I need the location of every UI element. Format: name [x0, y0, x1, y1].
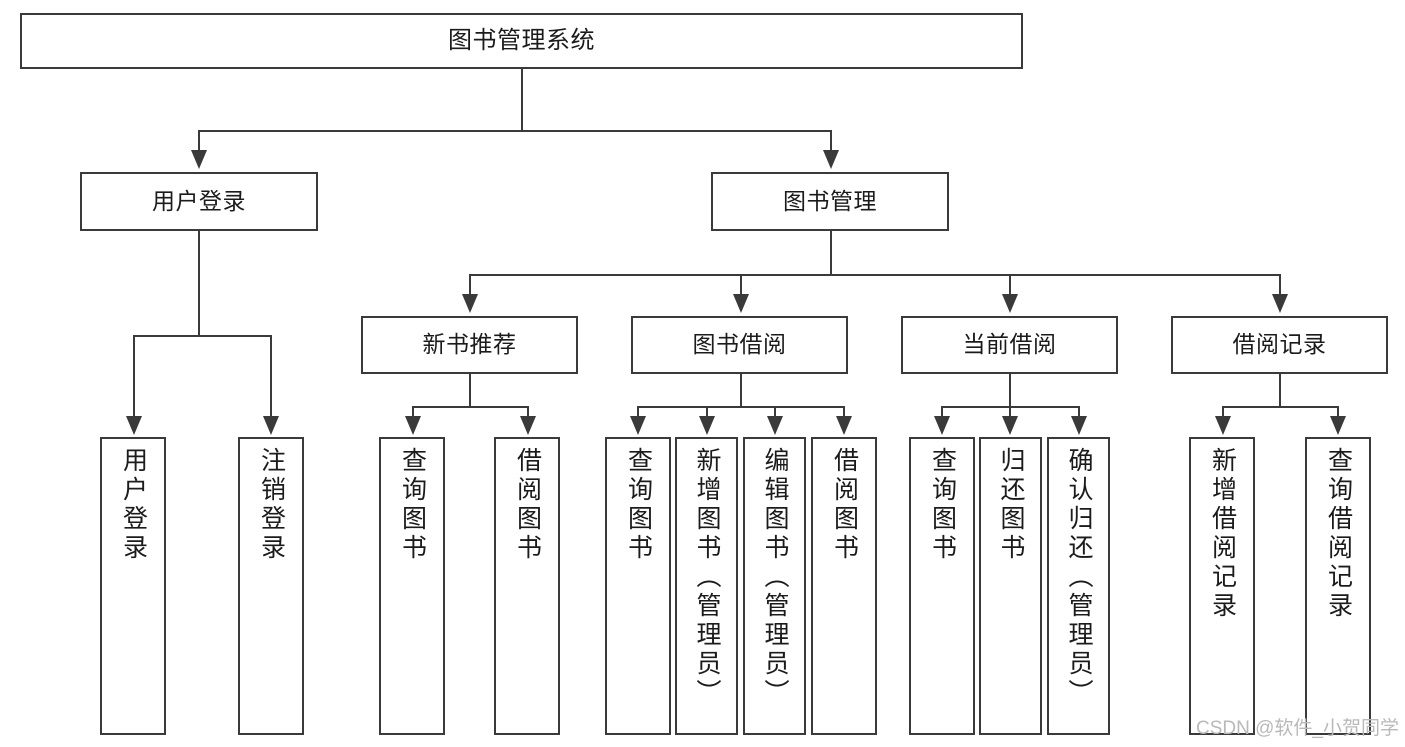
arrowhead-current-borrow-leaf-2: [1002, 416, 1018, 435]
connector-book-borrow-to-leaf-4: [843, 406, 845, 418]
node-label: 注销登录: [257, 447, 286, 563]
leaf-current-borrow-query-books[interactable]: 查询图书: [909, 437, 975, 735]
leaf-current-borrow-return-book[interactable]: 归还图书: [979, 437, 1042, 735]
arrowhead-root-to-user-login: [191, 150, 207, 169]
node-label: 新增图书（管理员）: [693, 447, 721, 708]
connector-current-borrow-stem: [1009, 374, 1011, 407]
arrowhead-book-mgmt-borrow-records: [1272, 294, 1288, 313]
node-label: 图书借阅: [692, 331, 787, 358]
connector-current-borrow-to-leaf-3: [1078, 406, 1080, 418]
node-book-management[interactable]: 图书管理: [711, 172, 949, 231]
arrowhead-new-book-leaf-1: [405, 416, 421, 435]
arrowhead-new-book-leaf-2: [520, 416, 536, 435]
leaf-current-borrow-confirm-return[interactable]: 确认归还（管理员）: [1047, 437, 1110, 735]
node-label: 借阅图书: [513, 447, 542, 563]
arrowhead-book-borrow-leaf-1: [630, 416, 646, 435]
arrowhead-book-mgmt-current-borrow: [1002, 294, 1018, 313]
connector-book-borrow-bus: [637, 406, 844, 408]
connector-book-mgmt-to-book-borrow: [740, 274, 742, 296]
leaf-user-login-login[interactable]: 用户登录: [100, 437, 166, 735]
node-label: 查询图书: [928, 447, 957, 563]
arrowhead-root-to-book-mgmt: [823, 150, 839, 169]
node-current-borrow[interactable]: 当前借阅: [901, 316, 1118, 374]
connector-borrow-records-bus: [1222, 406, 1337, 408]
arrowhead-book-mgmt-book-borrow: [733, 294, 749, 313]
connector-new-book-bus: [412, 406, 527, 408]
node-label: 借阅记录: [1232, 331, 1327, 358]
connector-book-mgmt-to-current-borrow: [1009, 274, 1011, 296]
arrowhead-user-login-leaf-1: [126, 416, 142, 435]
node-label: 归还图书: [997, 447, 1025, 563]
node-user-login[interactable]: 用户登录: [80, 172, 318, 231]
arrowhead-borrow-records-leaf-2: [1330, 416, 1346, 435]
leaf-borrow-records-add-record[interactable]: 新增借阅记录: [1189, 437, 1255, 735]
node-label: 确认归还（管理员）: [1065, 447, 1093, 708]
connector-user-login-bus: [133, 335, 270, 337]
arrowhead-user-login-leaf-2: [263, 416, 279, 435]
connector-new-book-stem: [469, 374, 471, 407]
leaf-user-login-logout[interactable]: 注销登录: [238, 437, 304, 735]
connector-user-login-stem: [198, 231, 200, 336]
connector-book-mgmt-to-new-book: [469, 274, 471, 296]
connector-root-to-user-login: [198, 130, 200, 152]
watermark-csdn: CSDN @软件_小贺同学: [1196, 718, 1399, 739]
arrowhead-book-borrow-leaf-3: [767, 416, 783, 435]
leaf-book-borrow-query-books[interactable]: 查询图书: [605, 437, 671, 735]
connector-book-borrow-stem: [740, 374, 742, 407]
leaf-book-borrow-edit-book[interactable]: 编辑图书（管理员）: [743, 437, 806, 735]
connector-book-mgmt-to-borrow-records: [1279, 274, 1281, 296]
node-label: 用户登录: [119, 447, 148, 563]
arrowhead-book-mgmt-new-book: [462, 294, 478, 313]
connector-borrow-records-stem: [1279, 374, 1281, 407]
node-label: 借阅图书: [830, 447, 859, 563]
arrowhead-book-borrow-leaf-2: [699, 416, 715, 435]
arrowhead-current-borrow-leaf-3: [1071, 416, 1087, 435]
node-root-library-system[interactable]: 图书管理系统: [20, 13, 1023, 69]
arrowhead-book-borrow-leaf-4: [836, 416, 852, 435]
connector-current-borrow-to-leaf-2: [1009, 406, 1011, 418]
node-label: 用户登录: [152, 187, 246, 214]
node-label: 图书管理系统: [448, 26, 595, 54]
connector-root-stem: [521, 69, 523, 131]
connector-book-borrow-to-leaf-2: [706, 406, 708, 418]
node-label: 当前借阅: [962, 331, 1057, 358]
leaf-borrow-records-query-record[interactable]: 查询借阅记录: [1305, 437, 1371, 735]
connector-book-mgmt-bus: [469, 274, 1281, 276]
connector-borrow-records-to-leaf-2: [1337, 406, 1339, 418]
arrowhead-borrow-records-leaf-1: [1215, 416, 1231, 435]
connector-user-login-to-leaf-1: [133, 335, 135, 418]
node-label: 图书管理: [783, 187, 877, 214]
connector-book-mgmt-stem: [830, 231, 832, 275]
leaf-new-book-borrow-books[interactable]: 借阅图书: [494, 437, 560, 735]
leaf-book-borrow-borrow-book[interactable]: 借阅图书: [811, 437, 877, 735]
node-book-borrow[interactable]: 图书借阅: [631, 316, 848, 374]
connector-book-borrow-to-leaf-3: [774, 406, 776, 418]
node-label: 编辑图书（管理员）: [761, 447, 789, 708]
connector-user-login-to-leaf-2: [270, 335, 272, 418]
leaf-book-borrow-add-book[interactable]: 新增图书（管理员）: [675, 437, 738, 735]
leaf-new-book-query-books[interactable]: 查询图书: [379, 437, 445, 735]
connector-new-book-to-leaf-1: [412, 406, 414, 418]
node-label: 查询图书: [624, 447, 653, 563]
connector-borrow-records-to-leaf-1: [1222, 406, 1224, 418]
connector-new-book-to-leaf-2: [527, 406, 529, 418]
connector-root-bus: [198, 130, 832, 132]
node-new-book-recommend[interactable]: 新书推荐: [361, 316, 578, 374]
arrowhead-current-borrow-leaf-1: [934, 416, 950, 435]
node-label: 查询图书: [398, 447, 427, 563]
node-label: 新增借阅记录: [1208, 447, 1237, 621]
connector-book-borrow-to-leaf-1: [637, 406, 639, 418]
connector-current-borrow-to-leaf-1: [941, 406, 943, 418]
node-label: 新书推荐: [422, 331, 517, 358]
connector-root-to-book-mgmt: [830, 130, 832, 152]
node-borrow-records[interactable]: 借阅记录: [1171, 316, 1388, 374]
node-label: 查询借阅记录: [1324, 447, 1353, 621]
